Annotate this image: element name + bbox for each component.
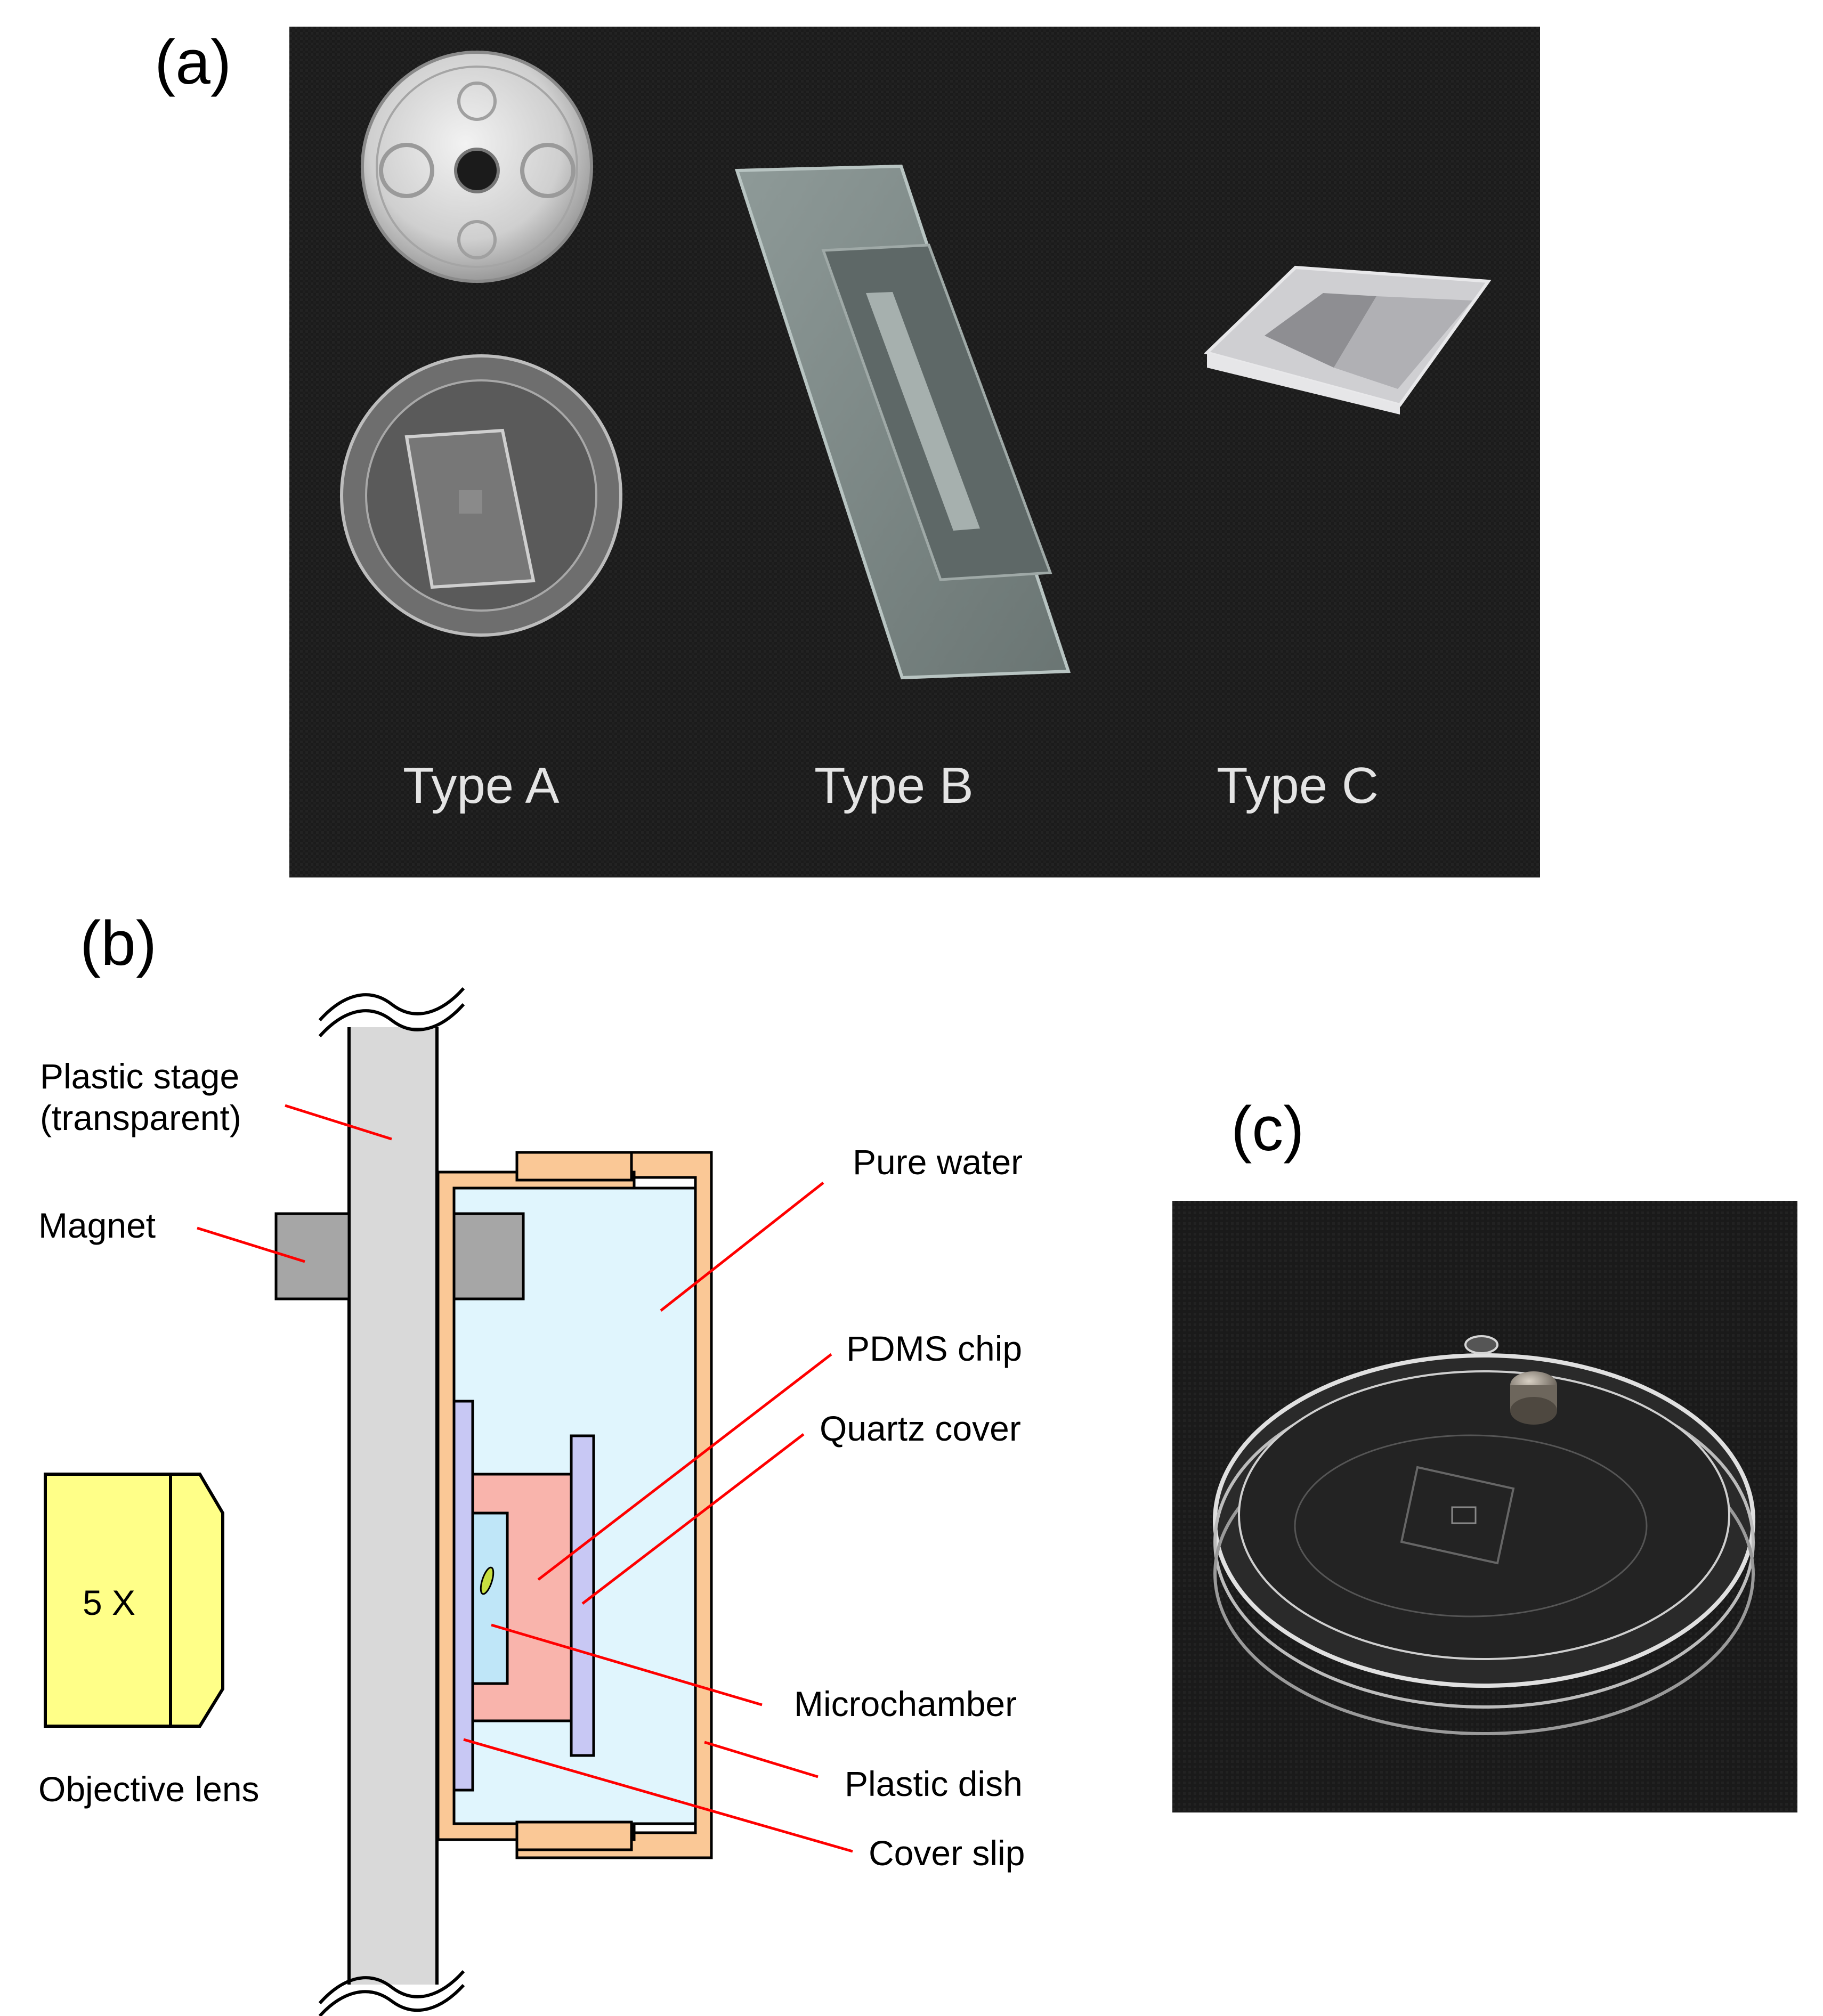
- leader-plastic-stage: [285, 1104, 392, 1141]
- leader-cover-slip: [463, 1738, 853, 1853]
- microchamber: [471, 1511, 509, 1685]
- label-plastic-dish: Plastic dish: [845, 1764, 1023, 1803]
- objective-lens: [44, 1473, 224, 1728]
- label-plastic-stage: Plastic stage (transparent): [40, 1056, 241, 1139]
- label-microchamber: Microchamber: [794, 1684, 1017, 1724]
- label-lens-magnification: 5 X: [83, 1583, 136, 1622]
- sample-cell: [480, 1566, 495, 1595]
- label-quartz-cover: Quartz cover: [820, 1409, 1021, 1448]
- photo-plastic-dish: [1172, 1201, 1797, 1812]
- plastic-stage: [347, 1021, 439, 2003]
- dish-photo: [1213, 1335, 1755, 1735]
- chip-type-c: [1204, 265, 1492, 414]
- label-pure-water: Pure water: [853, 1142, 1023, 1182]
- break-mark-bottom-2: [318, 1984, 465, 2016]
- leader-lines: [197, 1104, 853, 1853]
- panel-label-b: (b): [80, 908, 157, 979]
- break-mark-top-2: [318, 987, 465, 1021]
- quartz-cover: [570, 1434, 595, 1757]
- label-objective-lens: Objective lens: [38, 1769, 260, 1809]
- label-plastic-stage-line2: (transparent): [40, 1098, 241, 1137]
- leader-quartz-cover: [581, 1433, 805, 1605]
- coin-reference: [361, 51, 593, 283]
- leader-magnet: [197, 1226, 305, 1263]
- chip-type-a: [340, 354, 622, 637]
- label-pdms-chip: PDMS chip: [846, 1329, 1023, 1368]
- type-c-label: Type C: [1217, 757, 1379, 814]
- break-mark-bottom-1: [318, 1970, 465, 2004]
- type-a-label: Type A: [403, 757, 560, 814]
- photo-chip-types: Type A Type B Type C: [289, 27, 1540, 877]
- panel-label-c: (c): [1231, 1094, 1305, 1164]
- magnet-inner: [452, 1212, 525, 1300]
- chip-type-b: [734, 164, 1071, 680]
- type-b-label: Type B: [814, 757, 974, 814]
- leader-pdms-chip: [537, 1353, 832, 1581]
- break-mark-top-1: [318, 1003, 465, 1037]
- cover-slip: [452, 1400, 474, 1792]
- label-cover-slip: Cover slip: [869, 1833, 1025, 1873]
- leader-pure-water: [660, 1182, 824, 1312]
- label-magnet: Magnet: [38, 1206, 156, 1245]
- panel-label-a: (a): [155, 27, 232, 97]
- leader-plastic-dish: [704, 1741, 819, 1778]
- label-plastic-stage-line1: Plastic stage: [40, 1056, 240, 1096]
- leader-microchamber: [491, 1623, 763, 1706]
